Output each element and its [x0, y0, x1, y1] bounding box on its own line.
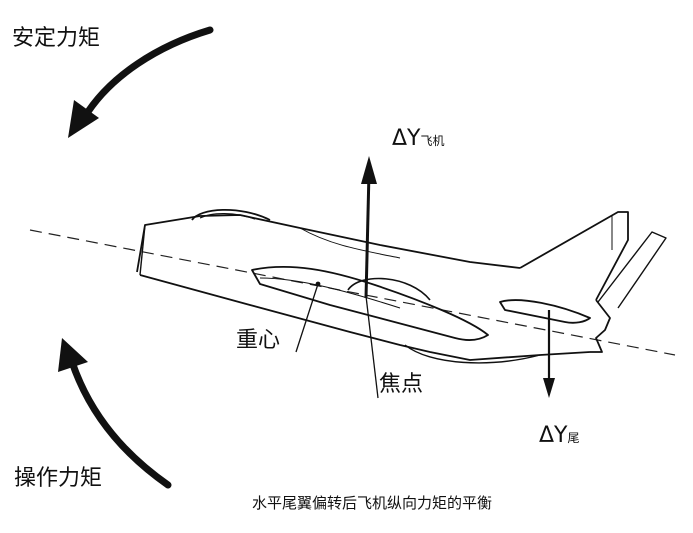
rudder [597, 231, 667, 309]
delta-y-tail-sub: 尾 [567, 431, 580, 445]
vertical-tail [519, 211, 629, 301]
tail-force-arrow [543, 310, 555, 398]
control-moment-arrow [58, 338, 172, 489]
aerodynamic-center-label: 焦点 [379, 372, 424, 397]
longitudinal-axis [29, 229, 676, 356]
delta-y-aircraft-main: ΔY [392, 126, 421, 151]
stabilizing-moment-label: 安定力矩 [12, 26, 101, 51]
figure-caption: 水平尾翼偏转后飞机纵向力矩的平衡 [252, 494, 493, 512]
cg-leader-line [295, 283, 319, 353]
fuselage-top [299, 227, 521, 269]
lift-increment-arrow [361, 156, 377, 299]
fuselage-bottom [139, 274, 591, 361]
stabilizing-moment-arrow [68, 26, 214, 138]
center-of-gravity-label: 重心 [236, 328, 281, 353]
delta-y-tail-label: ΔY尾 [539, 425, 580, 447]
delta-y-aircraft-sub: 飞机 [420, 134, 445, 148]
control-moment-label: 操作力矩 [14, 466, 103, 491]
ac-leader-line [365, 295, 379, 399]
canopy [191, 208, 271, 221]
aircraft [136, 208, 667, 364]
horizontal-tail [499, 299, 591, 324]
wing [251, 265, 489, 342]
delta-y-tail-main: ΔY [539, 423, 568, 448]
delta-y-aircraft-label: ΔY飞机 [392, 128, 445, 150]
fuselage-nose [136, 214, 301, 273]
